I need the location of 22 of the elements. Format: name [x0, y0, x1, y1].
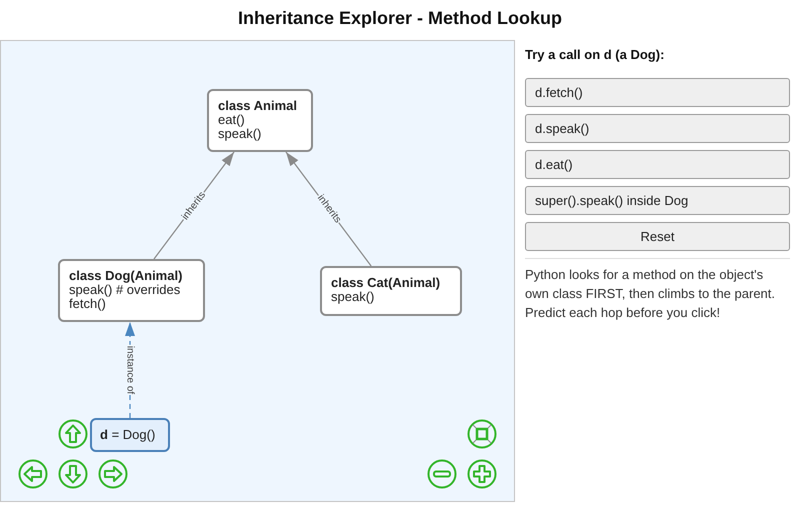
method-call-button: d.speak()	[525, 114, 790, 143]
edge-label: instance of	[124, 344, 136, 396]
hint-text: Python looks for a method on the object's own class FIRST, then climbs to the parent. Predict each hop before you click!	[525, 266, 776, 322]
class-box	[320, 266, 462, 316]
class-box	[58, 259, 205, 322]
method-name: speak()	[218, 127, 262, 141]
object-box	[90, 418, 170, 452]
method-name: speak()	[331, 290, 374, 304]
method-call-button: super().speak() inside Dog	[525, 186, 790, 215]
class-name: class Cat(Animal)	[331, 276, 440, 290]
method-call-button: d.fetch()	[525, 78, 790, 107]
method-name: speak() # overrides	[69, 283, 180, 297]
method-name: fetch()	[69, 297, 106, 311]
class-name: class Animal	[218, 99, 298, 113]
panel-heading: Try a call on d (a Dog):	[525, 46, 664, 64]
page-title: Inheritance Explorer - Method Lookup	[238, 7, 562, 30]
reset-button: Reset	[525, 222, 790, 251]
class-name: class Dog(Animal)	[69, 269, 182, 283]
class-box	[207, 89, 313, 152]
code-text: d = Dog()	[100, 428, 156, 442]
method-name: eat()	[218, 113, 245, 127]
method-call-button: d.eat()	[525, 150, 790, 179]
